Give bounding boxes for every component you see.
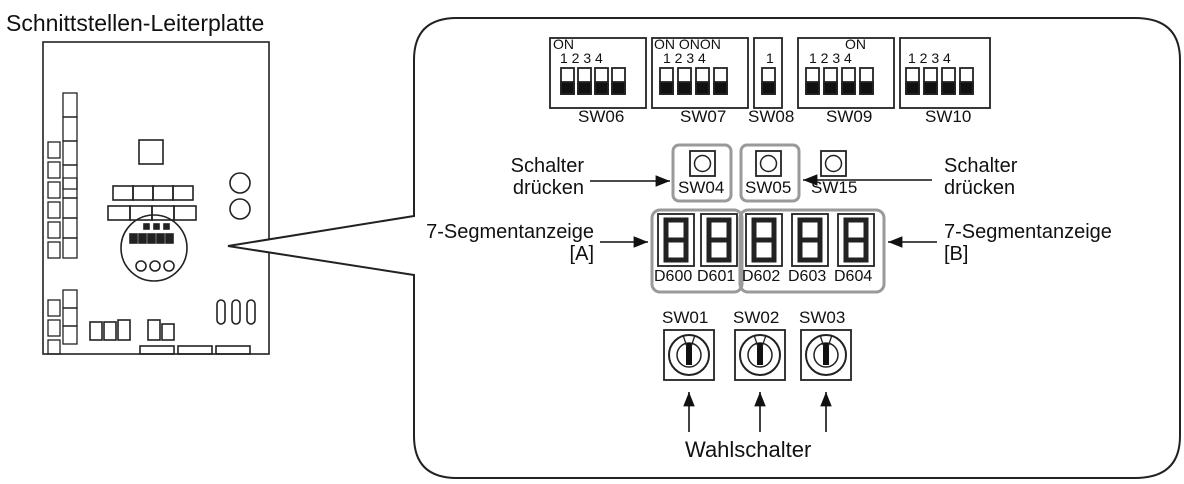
push-button-label-sw15: SW15 <box>811 178 858 197</box>
segment-group-a <box>650 208 744 294</box>
dip-switch-sw09 <box>797 37 895 109</box>
dip-numbers-sw10: 1 2 3 4 <box>908 50 951 66</box>
dip-on-label-sw09: ON <box>845 36 866 52</box>
display-label-right: 7-Segmentanzeige [B] <box>944 221 1112 265</box>
dip-switch-sw06 <box>549 37 647 109</box>
dip-id-sw07: SW07 <box>680 107 727 126</box>
push-button-sw05 <box>739 143 801 203</box>
dip-switch-sw10 <box>899 37 991 109</box>
segment-digit-d600 <box>657 213 695 267</box>
segment-digit-d601 <box>700 213 738 267</box>
push-button-label-sw04: SW04 <box>678 178 725 197</box>
dip-switch-sw07 <box>651 37 749 109</box>
segment-digit-d602 <box>745 213 783 267</box>
dip-numbers-sw08: 1 <box>766 50 774 66</box>
dip-numbers-sw07: 1 2 3 4 <box>663 50 706 66</box>
push-label-right: Schalter drücken <box>944 155 1018 199</box>
segment-label-d601: D601 <box>697 268 736 285</box>
interface-board <box>42 41 270 355</box>
rotary-switch-sw02 <box>734 329 786 381</box>
segment-group-b <box>738 208 886 294</box>
rotary-label-sw02: SW02 <box>733 308 780 327</box>
segment-label-d604: D604 <box>834 268 873 285</box>
segment-label-d602: D602 <box>742 268 781 285</box>
push-button-sw15 <box>820 150 847 177</box>
segment-label-d603: D603 <box>788 268 827 285</box>
rotary-label-sw01: SW01 <box>662 308 709 327</box>
dip-numbers-sw09: 1 2 3 4 <box>809 50 852 66</box>
dip-on-label-sw06: ON <box>553 36 574 52</box>
dip-id-sw09: SW09 <box>826 107 873 126</box>
dip-switch-sw08 <box>753 37 783 109</box>
segment-digit-d603 <box>791 213 829 267</box>
rotary-switch-sw03 <box>800 329 852 381</box>
segment-label-d600: D600 <box>654 268 693 285</box>
dip-numbers-sw06: 1 2 3 4 <box>560 50 603 66</box>
push-button-sw04 <box>671 143 733 203</box>
push-label-left: Schalter drücken <box>510 155 584 199</box>
rotary-label: Wahlschalter <box>685 437 812 462</box>
dip-id-sw06: SW06 <box>578 107 625 126</box>
rotary-switch-sw01 <box>663 329 715 381</box>
dip-on-label-sw07: ON ONON <box>654 36 721 52</box>
push-button-label-sw05: SW05 <box>745 178 792 197</box>
rotary-label-sw03: SW03 <box>799 308 846 327</box>
segment-digit-d604 <box>837 213 875 267</box>
board-title: Schnittstellen-Leiterplatte <box>6 10 265 36</box>
display-label-left: 7-Segmentanzeige [A] <box>426 221 594 265</box>
dip-id-sw08: SW08 <box>748 107 795 126</box>
dip-id-sw10: SW10 <box>925 107 972 126</box>
